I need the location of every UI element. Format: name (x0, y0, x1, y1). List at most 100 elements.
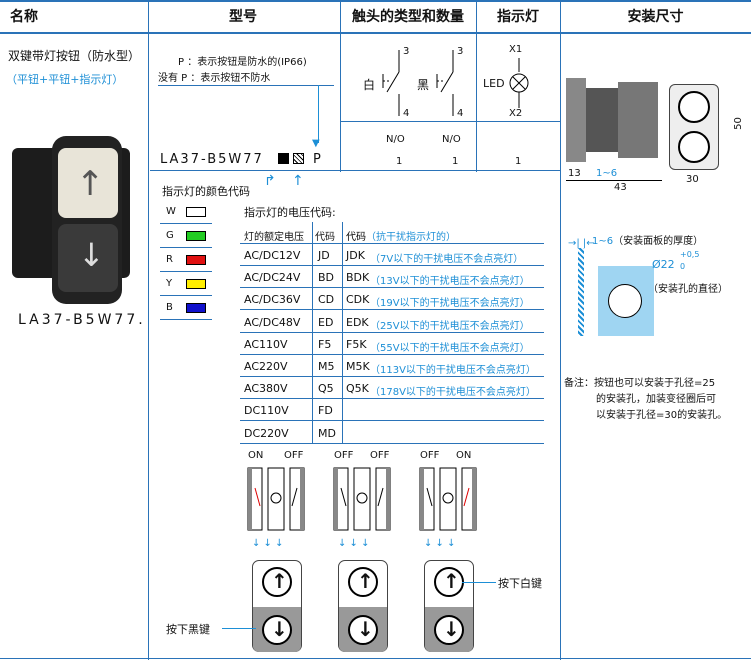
body-side (586, 88, 618, 152)
col-divider (476, 0, 477, 172)
color-letter: W (166, 206, 176, 217)
front-button-bottom (678, 131, 710, 163)
dim-43: 43 (614, 182, 627, 193)
product-code: LA37-B5W77. (18, 312, 146, 328)
up-arrow-icon: ↑ (434, 567, 464, 597)
color-swatch (186, 279, 206, 289)
up-arrow-icon: ↑ (348, 567, 378, 597)
thickness-arrows-icon: →| |← (568, 238, 595, 249)
contact-a-symbol (381, 50, 400, 116)
down-arrow-icon: ↓ (262, 615, 292, 645)
table-row-line (240, 353, 544, 355)
color-swatch (186, 303, 206, 313)
col-divider (560, 0, 561, 660)
hole-diameter: Ø22 (652, 258, 675, 271)
th-code: 代码 (315, 232, 335, 243)
code-k-cell: CDK (346, 293, 370, 307)
no-a: N/O (386, 134, 405, 145)
table-row-line (240, 442, 544, 444)
dim-50: 50 (732, 117, 744, 130)
operation-contact-block (333, 467, 391, 531)
table-row-line (240, 398, 544, 400)
header-name: 名称 (10, 9, 38, 25)
code-k-cell: F5K (346, 337, 367, 351)
color-letter: G (166, 230, 174, 241)
terminal-4a: 4 (403, 108, 410, 119)
code-k-note: （19V以下的干扰电压不会点亮灯） (370, 298, 530, 310)
note-p: P ：表示按钮是防水的(IP66) (178, 57, 307, 68)
black-label: 黑 (417, 78, 430, 92)
led-symbol-icon (509, 58, 529, 108)
down-arrow-icon: ↓ (348, 615, 378, 645)
front-face (669, 84, 719, 170)
dim-1-6: 1~6 (596, 168, 618, 179)
voltage-cell: AC220V (244, 360, 288, 373)
code-k-note: （113V以下的干扰电压不会点亮灯） (370, 365, 536, 376)
dim-line-43 (566, 180, 662, 181)
table-row-line (240, 420, 544, 422)
header-mount: 安装尺寸 (627, 9, 684, 25)
table-row-line (240, 331, 544, 333)
state-label: OFF (284, 450, 304, 461)
color-letter: B (166, 302, 173, 313)
voltage-cell: AC/DC12V (244, 249, 301, 262)
filled-square-icon (278, 153, 289, 164)
press-black-label: 按下黑键 (166, 623, 210, 636)
col-divider (340, 0, 341, 172)
terminal-3b: 3 (457, 46, 464, 57)
code-cell: MD (318, 426, 336, 440)
remark-line-3: 以安装于孔径=30的安装孔。 (596, 410, 728, 421)
tol-plus: +0,5 (680, 250, 700, 259)
code-cell: ED (318, 315, 334, 329)
arrow-down-icon: ↓ (78, 236, 105, 274)
note-underline (158, 85, 334, 86)
operation-button-face: ↑ ↓ (338, 560, 388, 652)
voltage-cell: AC380V (244, 382, 288, 396)
arrow-up-icon: ↑ (76, 164, 105, 204)
indicator-qty: 1 (515, 156, 522, 167)
mount-drawing: 50 13 1~6 43 30 (562, 62, 750, 202)
tol-zero: 0 (680, 262, 686, 271)
panel-side (566, 78, 586, 162)
state-label: ON (248, 450, 264, 461)
led-label: LED (483, 77, 505, 90)
swatch-row-line (160, 247, 212, 248)
code-cell: Q5 (318, 382, 334, 396)
hole-label: （安装孔的直径） (648, 284, 728, 295)
pointer-line (318, 85, 319, 143)
arrow-corner-icon: ↱ (264, 173, 276, 189)
header-indicator: 指示灯 (497, 9, 539, 25)
product-subtitle: （平钮+平钮+指示灯） (6, 73, 124, 86)
code-cell: F5 (318, 337, 332, 351)
code-cell: M5 (318, 360, 335, 373)
up-arrow-icon: ↑ (262, 567, 292, 597)
down-arrow-icon: ↓ (434, 615, 464, 645)
voltage-cell: DC110V (244, 404, 289, 418)
state-label: OFF (334, 450, 354, 461)
photo-black-key (58, 224, 118, 292)
col-divider (148, 0, 149, 660)
header-model: 型号 (229, 9, 257, 25)
color-swatch (186, 231, 206, 241)
pointer-white (462, 582, 496, 583)
voltage-cell: AC/DC36V (244, 293, 301, 307)
voltage-cell: AC/DC48V (244, 315, 301, 329)
dim-30: 30 (686, 174, 699, 185)
code-cell: JD (318, 249, 330, 262)
swatch-row-line (160, 319, 212, 320)
press-white-label: 按下白键 (498, 577, 542, 590)
front-button-top (678, 91, 710, 123)
table-row-line (240, 376, 544, 377)
indicator-diagram: X1 LED X2 (477, 40, 560, 122)
hole-plate (598, 266, 654, 336)
code-k-cell: JDK (346, 249, 365, 262)
pointer-black (222, 628, 256, 629)
code-k-note: （178V以下的干扰电压不会点亮灯） (370, 387, 536, 399)
voltage-code-label: 指示灯的电压代码: (244, 206, 336, 219)
color-code-label: 指示灯的颜色代码 (162, 185, 250, 198)
table-row-line (240, 265, 544, 266)
color-letter: R (166, 254, 173, 265)
th-voltage: 灯的额定电压 (244, 232, 304, 243)
dim-13: 13 (568, 168, 581, 179)
header-contact: 触头的类型和数量 (352, 9, 464, 25)
